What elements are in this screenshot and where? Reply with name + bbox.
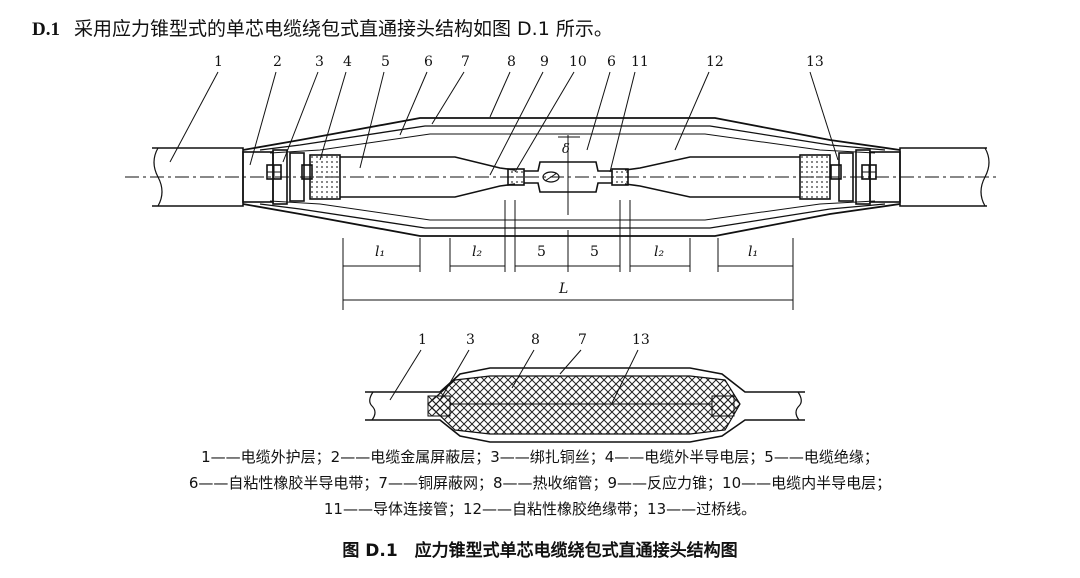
callout-7: 7: [461, 54, 470, 70]
callout-11: 11: [631, 54, 649, 70]
bottom-copper-mesh: [427, 375, 741, 435]
figure-caption: 图 D.1 应力锥型式单芯电缆绕包式直通接头结构图: [342, 541, 738, 561]
top-joint-drawing: δ: [125, 117, 1000, 237]
section-text: 采用应力锥型式的单芯电缆绕包式直通接头结构如图 D.1 所示。: [73, 18, 613, 40]
left-binding-wire: [272, 149, 288, 205]
left-binding-wire-2: [289, 152, 305, 202]
right-outer-semicon: [799, 154, 831, 200]
right-binding-wire: [855, 149, 871, 205]
bottom-callout-3: 3: [466, 332, 475, 348]
dim-5-left: 5: [537, 244, 546, 260]
left-insulation-top: [340, 156, 516, 171]
bottom-left-break: [369, 391, 376, 421]
section-number: D.1: [32, 19, 60, 40]
dim-l2-right: l₂: [654, 244, 664, 260]
callout-13: 13: [806, 54, 824, 70]
bottom-callouts: 1 3 8 7 13: [418, 332, 650, 348]
dimension-labels: l₁ l₂ 5 5 l₂ l₁ L: [375, 244, 758, 297]
dim-l1-left: l₁: [375, 244, 385, 260]
right-insulation-top: [624, 156, 800, 171]
connector-dim-label: δ: [562, 142, 570, 157]
right-cable-break: [980, 147, 990, 207]
bottom-callout-8: 8: [531, 332, 540, 348]
callout-12: 12: [706, 54, 724, 70]
right-insulation-bottom: [624, 183, 800, 198]
callout-1: 1: [214, 54, 223, 70]
dim-l1-right: l₁: [748, 244, 758, 260]
bottom-leader-lines: [389, 349, 639, 404]
bottom-callout-13: 13: [632, 332, 650, 348]
dim-l2-left: l₂: [472, 244, 482, 260]
callout-9: 9: [540, 54, 549, 70]
left-inner-semicon: [507, 168, 525, 186]
bottom-callout-1: 1: [418, 332, 427, 348]
section-heading: D.1 采用应力锥型式的单芯电缆绕包式直通接头结构如图 D.1 所示。: [32, 14, 613, 41]
callout-6b: 6: [607, 54, 616, 70]
callout-3: 3: [315, 54, 324, 70]
bottom-joint-drawing: [365, 367, 805, 443]
connector-bolt: [542, 171, 560, 183]
top-callouts: 1 2 3 4 5 6 7 8 9 10 6 11 12 13: [214, 54, 824, 70]
dim-5-right: 5: [590, 244, 599, 260]
left-outer-semicon: [309, 154, 341, 200]
bottom-right-binding: [711, 395, 735, 417]
bottom-left-binding: [427, 395, 451, 417]
dimension-lines: [342, 200, 794, 310]
callout-5: 5: [381, 54, 390, 70]
callout-4: 4: [343, 54, 352, 70]
callout-6: 6: [424, 54, 433, 70]
copper-mesh-bottom: [259, 203, 886, 229]
right-binding-wire-2: [838, 152, 854, 202]
callout-2: 2: [273, 54, 282, 70]
right-inner-semicon: [611, 168, 629, 186]
left-cable-break: [153, 147, 163, 207]
bottom-callout-7: 7: [578, 332, 587, 348]
semicon-tape-top: [269, 133, 876, 154]
top-leader-lines: [169, 71, 839, 176]
copper-mesh-top: [259, 125, 886, 151]
dim-total-L: L: [558, 281, 568, 297]
callout-10: 10: [569, 54, 587, 70]
bottom-right-break: [795, 391, 802, 421]
bottom-outer-top: [365, 367, 805, 393]
left-insulation-bottom: [340, 183, 516, 198]
right-bridge-clamp-2: [830, 164, 842, 180]
bottom-outer-bottom: [365, 419, 805, 443]
legend-line-1: 1——电缆外护层；2——电缆金属屏蔽层；3——绑扎铜丝；4——电缆外半导电层；5…: [201, 448, 879, 466]
legend-line-2: 6——自粘性橡胶半导电带；7——铜屏蔽网；8——热收缩管；9——反应力锥；10—…: [188, 474, 892, 492]
callout-8: 8: [507, 54, 516, 70]
legend-line-3: 11——导体连接管；12——自粘性橡胶绝缘带；13——过桥线。: [323, 500, 757, 518]
semicon-tape-bottom: [269, 200, 876, 221]
